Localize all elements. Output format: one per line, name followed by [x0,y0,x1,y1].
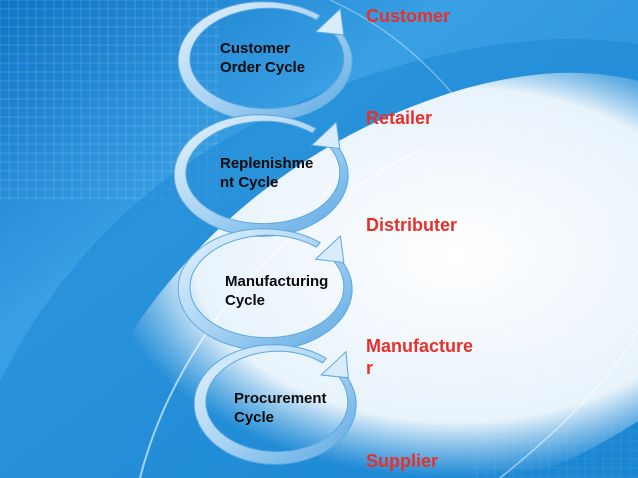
replenishment-cycle-arrowhead [310,120,341,150]
stage-retailer: Retailer [366,108,433,128]
procurement-cycle-arrowhead [320,350,349,379]
customer-order-cycle-arrowhead [314,7,345,36]
stage-customer: Customer [366,6,451,26]
stage-supplier: Supplier [366,451,439,471]
stage-manufacturer: Manufacture r [366,336,474,378]
manufacturing-cycle-arrowhead [314,234,345,264]
customer-order-cycle-label: Customer Order Cycle [220,40,306,76]
replenishment-cycle-label: Replenishme nt Cycle [220,155,314,191]
stage-distributer: Distributer [366,215,458,235]
procurement-cycle-arrow [193,344,357,465]
manufacturing-cycle-label: Manufacturing Cycle [225,273,329,309]
procurement-cycle-label: Procurement Cycle [234,390,327,426]
